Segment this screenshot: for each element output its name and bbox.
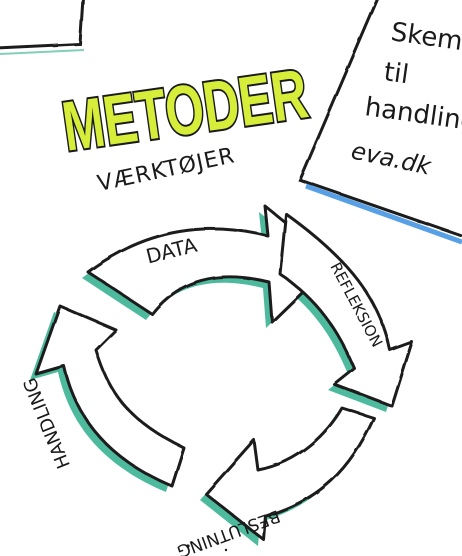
top-left-note-box — [0, 0, 85, 55]
cycle-diagram: DATA REFLEKSION BESLUTNING HANDLING — [20, 204, 414, 556]
arrow-beslutning: BESLUTNING — [174, 406, 376, 556]
title-group: METODER VÆRKTØJER — [56, 52, 314, 197]
ink-specks — [186, 544, 228, 552]
page-title: METODER — [58, 54, 312, 165]
arrow-handling: HANDLING — [20, 304, 186, 488]
arrow-refleksion: REFLEKSION — [278, 212, 414, 408]
note-line-2: til — [382, 57, 411, 90]
eva-note-card: Skem til handling eva.dk — [297, 0, 462, 245]
arrow-data: DATA — [86, 204, 336, 324]
